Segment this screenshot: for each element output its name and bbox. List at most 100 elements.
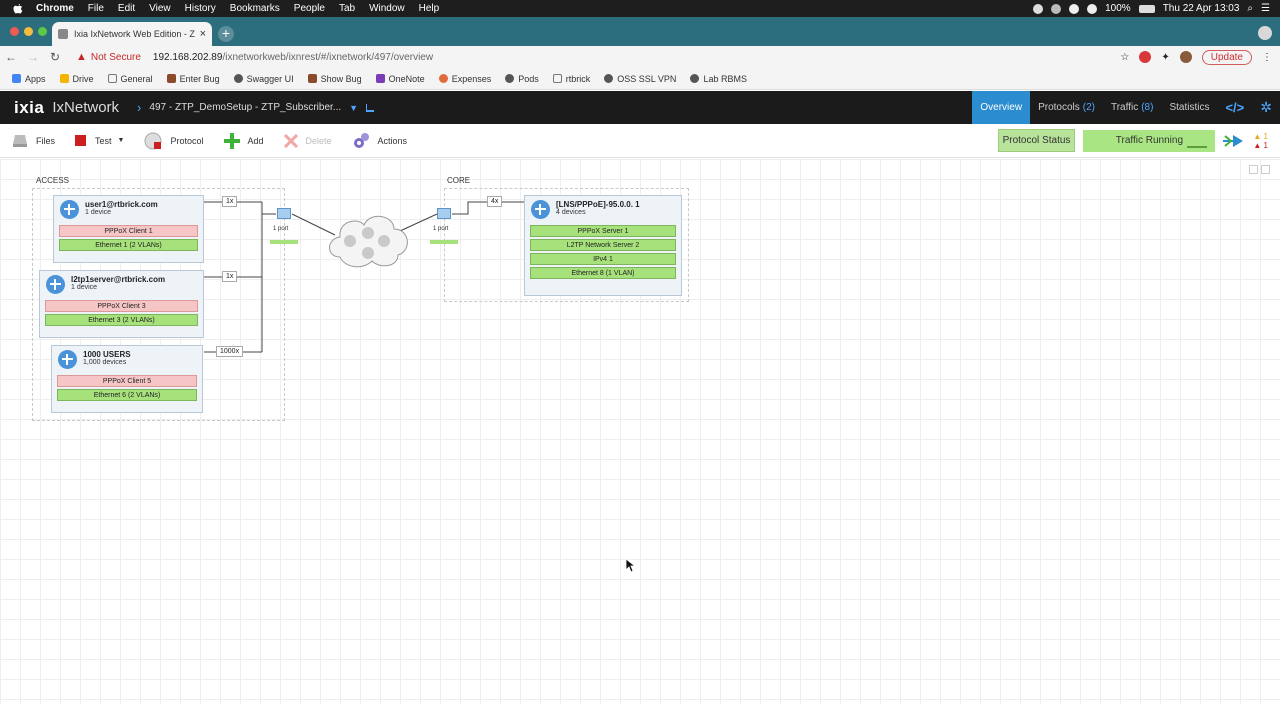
bookmark-show-bug[interactable]: Show Bug <box>307 74 362 84</box>
bookmark-onenote[interactable]: OneNote <box>375 74 425 84</box>
menu-people[interactable]: People <box>293 3 325 14</box>
bookmark-enter-bug[interactable]: Enter Bug <box>166 74 220 84</box>
maximize-window-icon[interactable] <box>38 27 47 36</box>
breadcrumb[interactable]: › 497 - ZTP_DemoSetup - ZTP_Subscriber..… <box>137 100 375 115</box>
bookmark-pods[interactable]: Pods <box>505 74 539 84</box>
stack-l2tp-network-server-2[interactable]: L2TP Network Server 2 <box>530 239 676 251</box>
battery-icon[interactable] <box>1138 4 1155 13</box>
menu-view[interactable]: View <box>149 3 171 14</box>
clock[interactable]: Thu 22 Apr 13:03 <box>1162 3 1240 14</box>
send-arrow-icon[interactable] <box>1223 134 1245 148</box>
view-grid-icon[interactable] <box>1261 165 1270 174</box>
browser-tab[interactable]: Ixia IxNetwork Web Edition - Z × <box>52 22 212 46</box>
record-icon[interactable] <box>1033 3 1044 14</box>
multiplier-badge[interactable]: 1x <box>222 196 238 207</box>
menu-bookmarks[interactable]: Bookmarks <box>229 3 280 14</box>
multiplier-badge[interactable]: 1x <box>222 271 238 282</box>
tab-protocols[interactable]: Protocols(2) <box>1030 91 1103 124</box>
tab-overview[interactable]: Overview <box>972 91 1031 124</box>
warning-icon[interactable]: ▲ <box>76 51 87 63</box>
menu-window[interactable]: Window <box>369 3 405 14</box>
bookmark-swagger-ui[interactable]: Swagger UI <box>233 74 294 84</box>
apple-icon[interactable] <box>12 3 24 15</box>
device-group-user1[interactable]: user1@rtbrick.com 1 device PPPoX Client … <box>53 195 204 263</box>
forward-icon[interactable]: → <box>27 50 39 64</box>
bookmark-label: Lab RBMS <box>703 73 747 84</box>
not-secure-label[interactable]: Not Secure <box>90 51 141 63</box>
tab-statistics[interactable]: Statistics <box>1169 102 1210 113</box>
stack-pppox-client-1[interactable]: PPPoX Client 1 <box>59 225 198 237</box>
session-name[interactable]: 497 - ZTP_DemoSetup - ZTP_Subscriber... <box>149 102 342 113</box>
router-icon <box>531 200 550 219</box>
url-host: 192.168.202.89 <box>152 51 223 63</box>
search-icon[interactable]: ⌕ <box>1247 3 1254 14</box>
port-left-icon[interactable] <box>277 208 291 219</box>
router-icon <box>46 275 65 294</box>
menu-app-name[interactable]: Chrome <box>36 3 74 14</box>
stack-pppox-client-3[interactable]: PPPoX Client 3 <box>45 300 198 312</box>
alerts-indicator[interactable]: ▲ 1 ▲ 1 <box>1253 132 1268 150</box>
code-icon[interactable]: </> <box>1225 100 1245 115</box>
stack-ipv4-1[interactable]: IPv4 1 <box>530 253 676 265</box>
protocol-button[interactable]: Protocol <box>144 132 204 150</box>
bookmark-oss-ssl-vpn[interactable]: OSS SSL VPN <box>604 74 676 84</box>
topology-canvas[interactable]: ACCESS CORE user1@rtbrick.com 1 device P… <box>0 159 1280 704</box>
port-right-icon[interactable] <box>437 208 451 219</box>
traffic-running-label: Traffic Running <box>1115 135 1184 146</box>
bookmark-general[interactable]: General <box>107 74 153 84</box>
update-button[interactable]: Update <box>1201 49 1252 65</box>
gear-icon[interactable]: ✲ <box>1260 99 1272 115</box>
stack-pppox-client-5[interactable]: PPPoX Client 5 <box>57 375 197 387</box>
multiplier-badge[interactable]: 4x <box>487 196 503 207</box>
delete-button[interactable]: Delete <box>283 133 332 148</box>
adblock-extension-icon[interactable] <box>1139 51 1152 63</box>
traffic-running-button[interactable]: Traffic Running <box>1083 129 1216 152</box>
protocol-status-button[interactable]: Protocol Status <box>997 129 1076 152</box>
url-field[interactable]: 192.168.202.89/ixnetworkweb/ixnrest/#/ix… <box>153 52 1120 63</box>
tab-close-icon[interactable]: × <box>199 28 206 40</box>
device-group-lns-pppoe[interactable]: [LNS/PPPoE]-95.0.0. 1 4 devices PPPoX Se… <box>524 195 682 296</box>
view-list-icon[interactable] <box>1249 165 1258 174</box>
stack-ethernet-8[interactable]: Ethernet 8 (1 VLAN) <box>530 267 676 279</box>
stack-ethernet-6[interactable]: Ethernet 6 (2 VLANs) <box>57 389 197 401</box>
device-group-1000-users[interactable]: 1000 USERS 1,000 devices PPPoX Client 5 … <box>51 345 203 413</box>
menu-file[interactable]: File <box>87 3 104 14</box>
back-icon[interactable]: ← <box>5 50 17 64</box>
device-group-l2tp1server[interactable]: l2tp1server@rtbrick.com 1 device PPPoX C… <box>39 270 204 338</box>
wifi-icon[interactable] <box>1069 3 1080 14</box>
minimize-window-icon[interactable] <box>24 27 33 36</box>
bookmark-star-icon[interactable]: ☆ <box>1120 51 1130 63</box>
stack-ethernet-1[interactable]: Ethernet 1 (2 VLANs) <box>59 239 198 251</box>
dropbox-icon[interactable] <box>1051 3 1062 14</box>
tab-search-icon[interactable] <box>1258 26 1272 40</box>
bookmark-apps[interactable]: Apps <box>12 74 46 84</box>
actions-button[interactable]: Actions <box>352 132 407 150</box>
chart-icon[interactable] <box>366 103 375 112</box>
files-button[interactable]: Files <box>12 134 55 148</box>
new-tab-button[interactable]: + <box>218 26 234 42</box>
stack-pppox-server-1[interactable]: PPPoX Server 1 <box>530 225 676 237</box>
volume-icon[interactable] <box>1087 3 1098 14</box>
bookmark-expenses[interactable]: Expenses <box>438 74 491 84</box>
bookmark-lab-rbms[interactable]: Lab RBMS <box>690 74 747 84</box>
menu-help[interactable]: Help <box>418 3 440 14</box>
menu-edit[interactable]: Edit <box>117 3 136 14</box>
profile-avatar[interactable] <box>1179 51 1192 63</box>
bookmark-rtbrick[interactable]: rtbrick <box>552 74 590 84</box>
menu-history[interactable]: History <box>184 3 216 14</box>
cloud-icon[interactable] <box>329 215 408 268</box>
stack-ethernet-3[interactable]: Ethernet 3 (2 VLANs) <box>45 314 198 326</box>
bookmark-drive[interactable]: Drive <box>59 74 94 84</box>
tab-traffic[interactable]: Traffic(8) <box>1103 91 1161 124</box>
test-button[interactable]: Test▼ <box>75 134 125 147</box>
reload-icon[interactable]: ↻ <box>49 50 61 64</box>
browser-menu-icon[interactable]: ⋮ <box>1262 51 1272 63</box>
chevron-down-icon[interactable]: ▼ <box>117 137 125 144</box>
control-center-icon[interactable]: ☰ <box>1261 3 1270 14</box>
close-window-icon[interactable] <box>10 27 19 36</box>
add-button[interactable]: Add <box>223 132 264 149</box>
chevron-down-icon[interactable]: ▼ <box>349 102 359 113</box>
menu-tab[interactable]: Tab <box>338 3 356 14</box>
multiplier-badge[interactable]: 1000x <box>216 346 244 357</box>
extensions-puzzle-icon[interactable]: ✦ <box>1161 51 1170 63</box>
